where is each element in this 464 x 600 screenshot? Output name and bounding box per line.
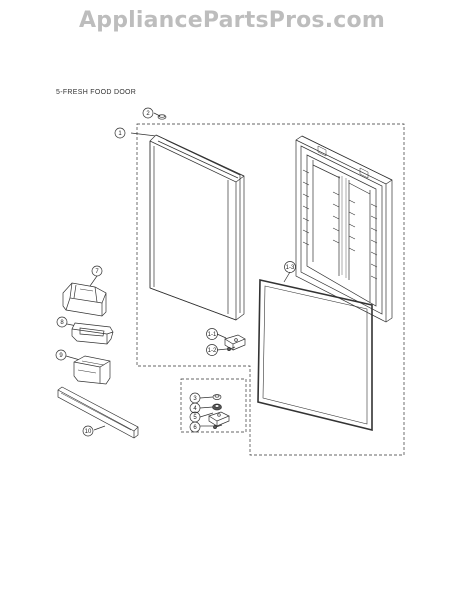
leader-line-5 — [199, 412, 214, 418]
callout-circle-6 — [189, 421, 201, 433]
leader-line-9 — [65, 355, 81, 361]
callout-label-7: 7 — [95, 269, 99, 275]
callout-circle-4 — [189, 402, 201, 414]
hinge-kit-screw — [213, 424, 223, 429]
callout-label-3: 3 — [193, 396, 197, 402]
door-hinge-bracket — [224, 334, 246, 351]
callout-label-9: 9 — [59, 353, 63, 359]
assembly-boundary-door — [136, 123, 405, 456]
hinge-screw — [227, 346, 236, 351]
callout-label-4: 4 — [193, 406, 197, 412]
callout-circle-9 — [55, 349, 67, 361]
callout-circle-1 — [114, 127, 126, 139]
callout-circle-1-3 — [284, 261, 296, 273]
door-outer-panel — [149, 134, 245, 321]
callout-label-5: 5 — [193, 415, 197, 421]
callout-label-2: 2 — [146, 111, 150, 117]
callout-label-1: 1 — [118, 131, 122, 137]
callout-circle-8 — [56, 316, 68, 328]
leader-line-1-1 — [216, 333, 227, 339]
callout-label-8: 8 — [60, 320, 64, 326]
leader-line-1 — [130, 132, 157, 137]
leader-line-1-3 — [283, 271, 291, 283]
door-inner-liner — [295, 135, 393, 323]
hinge-washer — [212, 403, 222, 411]
callout-label-1-2: 1-2 — [208, 348, 217, 354]
hinge-bushing — [212, 394, 222, 400]
assembly-boundary-hinge — [180, 378, 247, 433]
leader-line-1-2 — [216, 348, 228, 351]
leader-line-4 — [199, 406, 214, 409]
callout-circle-10 — [82, 425, 94, 437]
hinge-plate — [208, 411, 230, 427]
callout-label-1-3: 1-3 — [286, 265, 295, 271]
callout-circle-2 — [142, 107, 154, 119]
door-bin-frame — [71, 322, 114, 345]
callout-label-1-1: 1-1 — [208, 332, 217, 338]
callout-circle-1-1 — [206, 328, 218, 340]
leader-line-10 — [93, 425, 106, 431]
callout-label-10: 10 — [85, 429, 92, 435]
cap-part — [157, 114, 167, 120]
callout-circle-7 — [91, 265, 103, 277]
shelf-rail-bumps — [302, 169, 378, 280]
door-shelf-bar — [57, 386, 139, 439]
door-gasket — [257, 279, 373, 432]
leader-line-7 — [89, 275, 98, 287]
site-watermark: AppliancePartsPros.com — [79, 8, 385, 33]
callout-label-6: 6 — [193, 425, 197, 431]
leader-line-3 — [199, 396, 214, 399]
door-bin-lid — [62, 282, 107, 317]
section-title: 5-FRESH FOOD DOOR — [56, 89, 137, 96]
door-bin — [73, 355, 111, 385]
callout-circle-1-2 — [206, 344, 218, 356]
